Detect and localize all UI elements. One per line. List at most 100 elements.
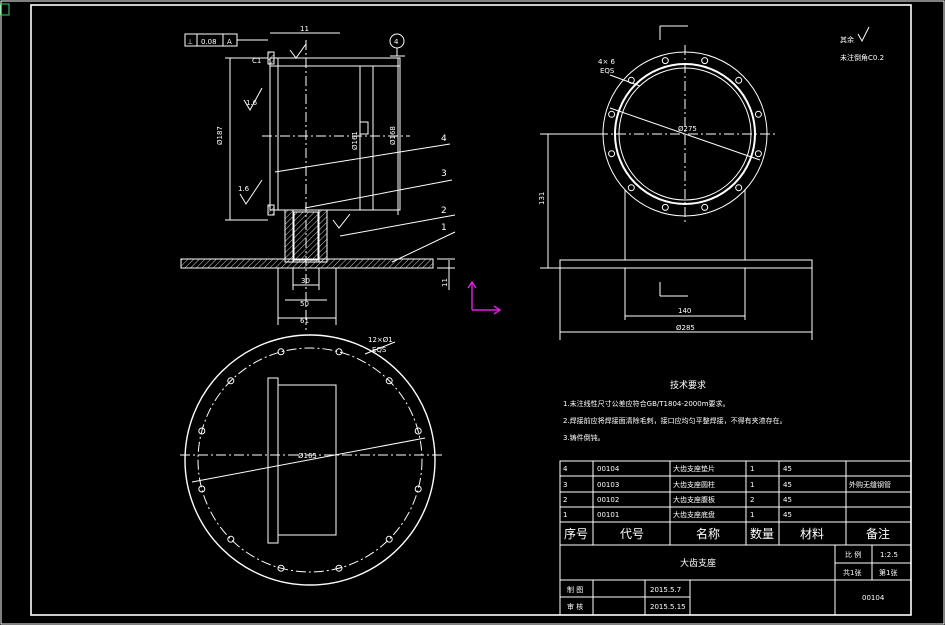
bom-row-qty: 2 [750,496,754,504]
bom-row-code: 00104 [597,465,620,473]
dim-bore-a: 30 [301,277,310,285]
bolt-hole [385,377,393,385]
bolt-hole [277,348,285,356]
bolt-hole [277,564,285,572]
dim-circle-dia: Ø275 [678,125,697,133]
bolt-hole [735,76,743,84]
bom-row-mat: 45 [783,511,792,519]
dim-base-inner: 140 [678,307,691,315]
dim-chamfer: C1 [252,57,261,65]
bom-header-code: 代号 [620,527,644,541]
side-view [467,25,813,340]
note-2: 2.焊接前应将焊接面清除毛刺，接口应均匀平整焊接，不得有夹渣存在。 [563,416,787,425]
bom-row-no: 2 [563,496,567,504]
bolt-hole [335,348,343,356]
bom-row-note: 外购无缝钢管 [849,480,891,489]
tol-datum: A [227,38,232,46]
bolt-hole [198,485,206,493]
sheets-total: 共1张 [843,568,861,577]
corner-rough-symbol [857,26,870,43]
front-section-view [180,32,456,330]
bolt-hole [608,150,616,158]
plan-holes [198,348,422,572]
bom-row-no: 1 [563,511,567,519]
bom-table-lines [559,460,912,616]
bom-row-code: 00101 [597,511,619,519]
bolt-hole [701,57,709,65]
holes-top: 4× 6 [598,58,616,66]
balloon-4: 4 [441,134,447,144]
bom-row-mat: 45 [783,465,792,473]
notes-title: 技术要求 [670,379,706,391]
bom-header-no: 序号 [564,526,588,541]
bom-row-no: 3 [563,481,567,489]
scale-label: 比 例 [845,550,861,559]
dim-flange-thk: 11 [441,278,449,287]
bom-row-name: 大齿支座圆柱 [673,480,715,489]
bolt-hole [385,535,393,543]
roughness-b: 1.6 [238,185,250,193]
dim-outer-dia: Ø168 [389,126,397,145]
bom-row-no: 4 [563,465,568,473]
bom-row-name: 大齿支座底盘 [673,510,715,519]
drawn-date: 2015.5.7 [650,586,681,594]
bolt-hole [735,184,743,192]
dim-bore-b: 50 [300,300,309,308]
bolt-hole [661,57,669,65]
bolt-hole [608,110,616,118]
bolt-hole [627,184,635,192]
bom-row-code: 00102 [597,496,619,504]
drawn-label: 制 图 [567,585,583,594]
holes-top-sub: EQS [600,67,615,75]
dim-height-left: Ø187 [216,126,224,145]
sheet-no: 第1张 [879,568,897,577]
holes-plan-sub: EQS [372,346,387,354]
balloon-1: 1 [441,223,447,233]
roughness-a: 1.6 [246,99,258,107]
dim-plan-dia: Ø165 [298,452,317,460]
corner-chamfer-note: 未注倒角C0.2 [840,53,884,62]
plan-view [180,334,445,586]
note-3: 3.铸件倒钝。 [563,433,605,442]
bolt-hole [414,427,422,435]
bom-row-mat: 45 [783,496,792,504]
bom-row-name: 大齿支座垫片 [673,464,715,473]
side-holes [608,57,762,211]
scale-value: 1:2.5 [880,551,898,559]
note-1: 1.未注线性尺寸公差应符合GB/T1804-2000m要求。 [563,399,730,408]
bom-header-name: 名称 [696,526,720,541]
bom-row-qty: 1 [750,511,754,519]
balloon-2: 2 [441,206,447,216]
bom-header-note: 备注 [866,526,890,541]
bolt-hole [754,150,762,158]
bolt-hole [627,76,635,84]
bolt-hole [414,485,422,493]
corner-mark [0,3,10,16]
corner-rough-label: 其余 [840,35,854,44]
drawing-no: 00104 [862,594,885,602]
bom-row-mat: 45 [783,481,792,489]
bolt-hole [754,110,762,118]
section-marker: 4 [394,38,399,46]
checked-date: 2015.5.15 [650,603,686,611]
bom-row-name: 大齿支座腹板 [673,495,715,504]
balloon-3: 3 [441,169,447,179]
part-name: 大齿支座 [680,557,716,569]
bolt-hole [701,203,709,211]
bom-row-qty: 1 [750,481,754,489]
dim-side-height: 131 [538,192,546,205]
checked-label: 审 核 [567,602,583,611]
bolt-hole [335,564,343,572]
bolt-hole [661,203,669,211]
bom-row-qty: 1 [750,465,754,473]
dim-inner-dia: Ø161 [351,131,359,150]
dim-overall-b: 61 [300,317,309,325]
bolt-hole [198,427,206,435]
bolt-hole [227,535,235,543]
bolt-hole [227,377,235,385]
tol-symbol: ⊥ [187,38,193,46]
dim-base-total: Ø285 [676,324,695,332]
bom-header-qty: 数量 [750,526,774,541]
